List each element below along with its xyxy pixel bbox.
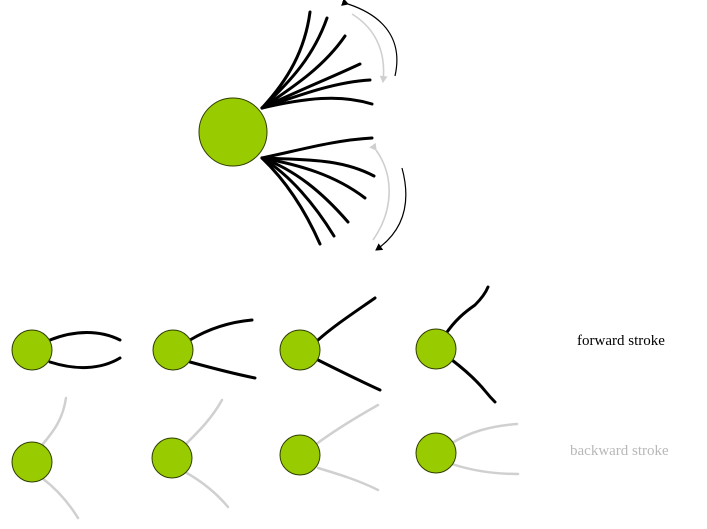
backward-stroke-label: backward stroke <box>570 443 669 459</box>
large-cell-body <box>198 97 268 167</box>
backward-frame-2 <box>151 398 230 509</box>
lower-backward-arrow <box>369 142 390 241</box>
forward-frame-4 <box>415 285 497 404</box>
backward-frame-1 <box>11 396 80 520</box>
upper-forward-arrow <box>341 0 398 77</box>
backward-stroke-row <box>11 396 520 520</box>
forward-stroke-label: forward stroke <box>577 333 665 349</box>
overlay-lower-flagella <box>260 136 376 246</box>
backward-frame-3 <box>279 403 380 492</box>
overlay-upper-flagella <box>260 10 374 110</box>
upper-backward-arrow <box>351 13 388 83</box>
forward-frame-1 <box>11 329 122 371</box>
forward-frame-3 <box>279 296 382 392</box>
forward-frame-2 <box>152 318 257 380</box>
backward-frame-4 <box>415 422 520 476</box>
lower-forward-arrow <box>375 167 407 251</box>
forward-stroke-row <box>11 285 497 404</box>
